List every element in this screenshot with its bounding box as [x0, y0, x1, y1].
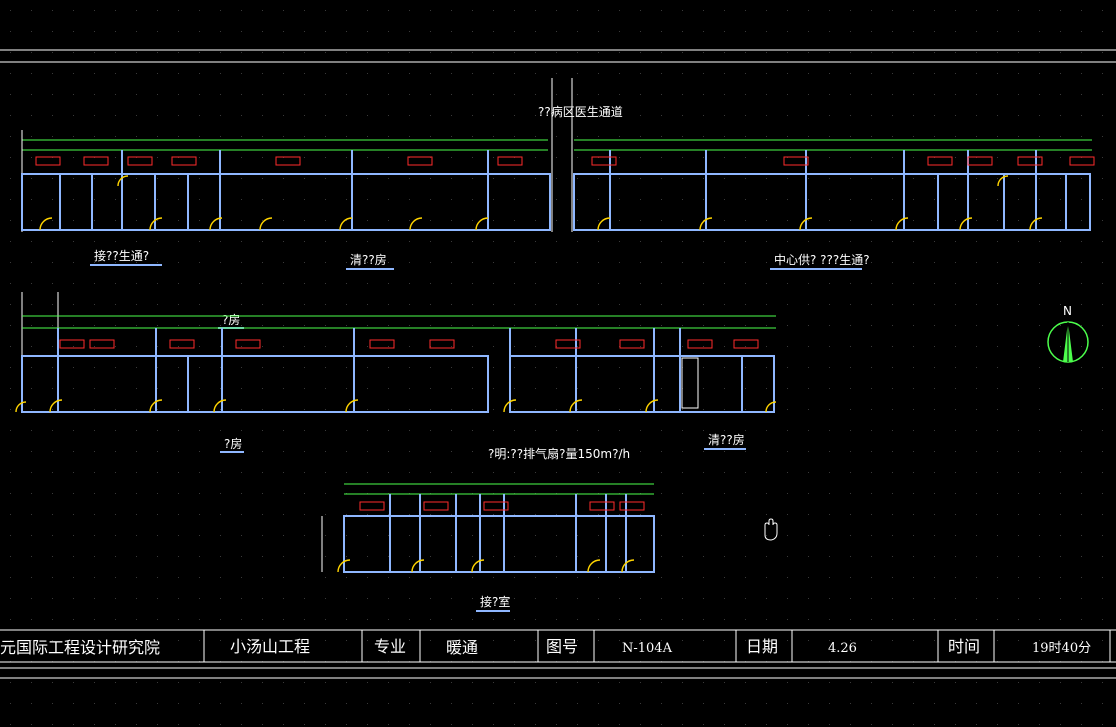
discipline-value: 暖通	[446, 638, 478, 657]
label-qing-fang-2: 清??房	[708, 432, 745, 447]
project-name: 小汤山工程	[230, 637, 310, 656]
floor-plan-middle-right	[503, 328, 777, 413]
date-label: 日期	[746, 637, 778, 656]
drawing-frame-top	[0, 49, 1116, 63]
label-fang-2: ?房	[224, 436, 242, 451]
time-value: 19时40分	[1032, 641, 1091, 656]
label-zhongxin: 中心供? ???生通?	[774, 252, 870, 267]
time-label: 时间	[948, 637, 980, 656]
floor-plan-bottom	[321, 483, 655, 573]
floor-plan-top-right	[573, 139, 1095, 231]
drawing-no-label: 图号	[546, 637, 578, 656]
drawing-no-value: N-104A	[622, 641, 673, 656]
discipline-label: 专业	[374, 637, 406, 656]
label-fang-top: ?房	[222, 312, 240, 327]
north-label: N	[1063, 304, 1072, 318]
title-block	[0, 629, 1116, 679]
north-arrow-icon: N	[1047, 304, 1089, 363]
floor-plan-top-left	[21, 130, 551, 232]
label-jie-sheng-tong: 接??生通?	[94, 248, 149, 263]
label-qing-fang-1: 清??房	[350, 252, 387, 267]
date-value: 4.26	[828, 641, 857, 656]
hand-cursor-icon	[764, 518, 778, 541]
company-name: 元国际工程设计研究院	[0, 638, 160, 657]
label-jie-shi: 接?室	[480, 594, 510, 609]
exhaust-fan-note: ?明:??排气扇?量150m?/h	[488, 446, 630, 461]
floor-plan-middle-left	[15, 315, 776, 413]
top-heading: ??病区医生通道	[538, 104, 623, 119]
